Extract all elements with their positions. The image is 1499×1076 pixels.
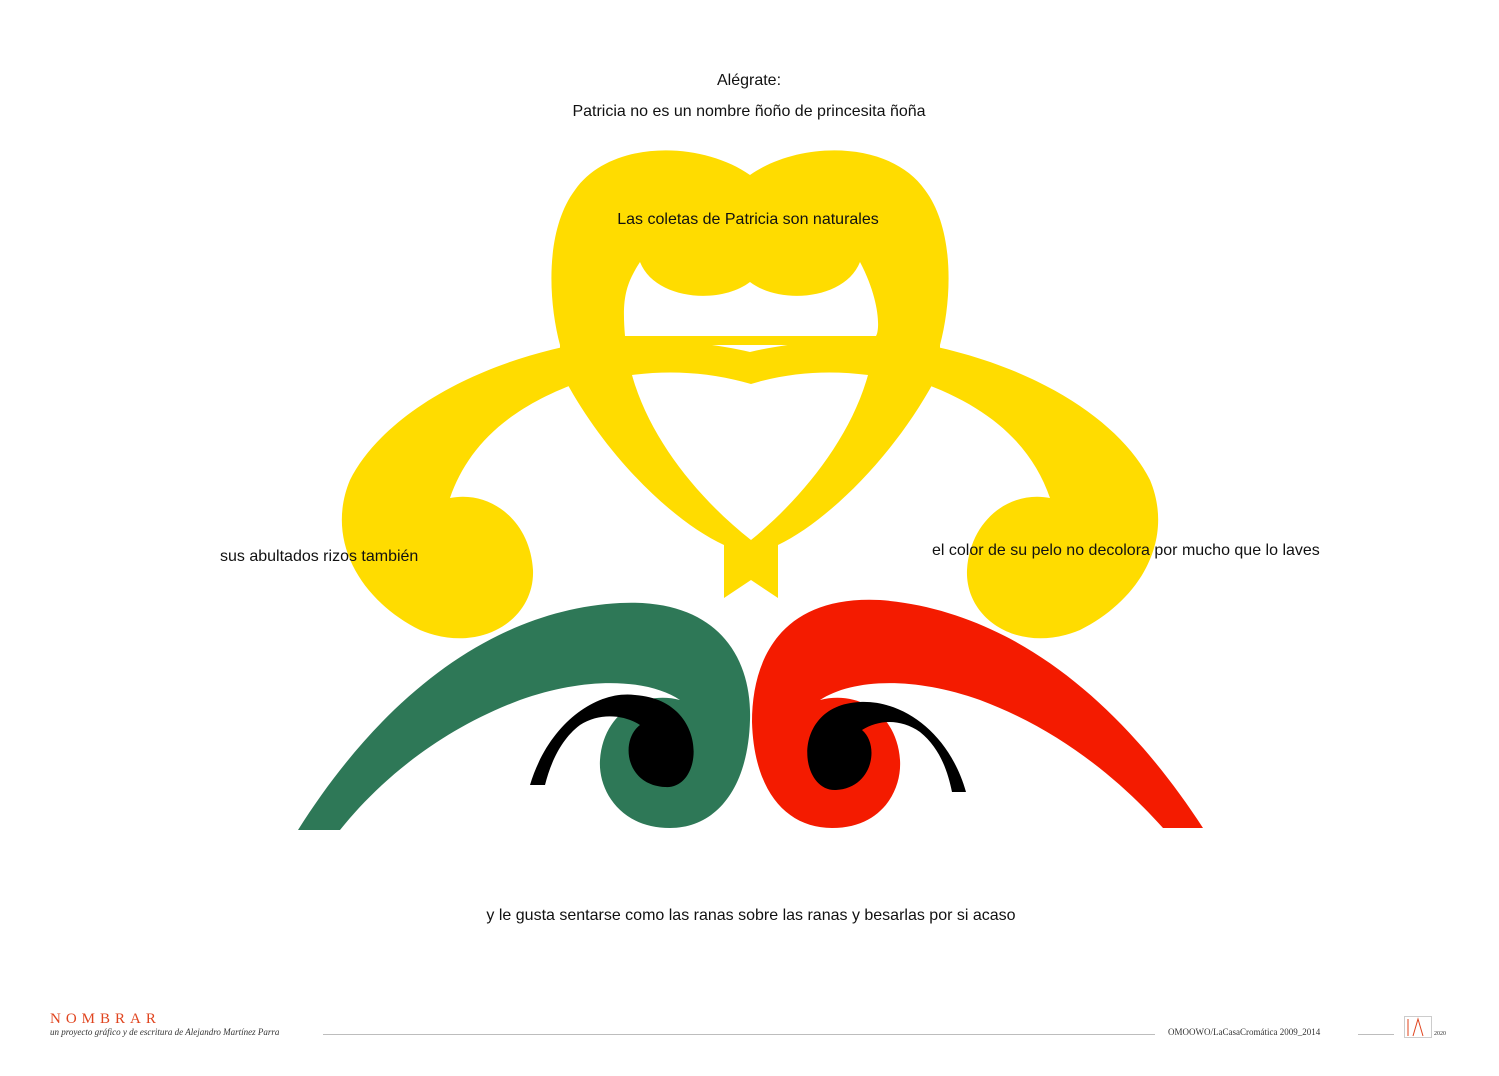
footer-rule-right (1358, 1034, 1394, 1035)
poem-line-5: y le gusta sentarse como las ranas sobre… (486, 907, 1016, 924)
black-curls (530, 694, 966, 792)
heart-bottom-shape (560, 339, 940, 598)
right-curl-shape (880, 340, 1159, 639)
red-wave-shape (752, 599, 1203, 828)
poem-line-3: sus abultados rizos también (220, 548, 419, 565)
poem-title: Alégrate: (716, 72, 782, 89)
footer-year: 2020 (1434, 1031, 1446, 1037)
poem-line-1: Patricia no es un nombre ñoño de princes… (572, 103, 926, 120)
green-wave-shape (298, 602, 751, 830)
footer-subtitle: un proyecto gráfico y de escritura de Al… (50, 1027, 280, 1037)
heart-top-shape (551, 150, 949, 345)
black-curl-left (530, 694, 694, 788)
poem-line-2: Las coletas de Patricia son naturales (617, 211, 879, 228)
footer-brand: NOMBRAR (50, 1011, 161, 1027)
footer-rule-left (323, 1034, 1155, 1035)
poem-line-4: el color de su pelo no decolora por much… (932, 542, 1320, 559)
yellow-heart-ornament (341, 150, 1159, 639)
footer-credit: OMOOWO/LaCasaCromática 2009_2014 (1168, 1027, 1321, 1037)
black-curl-right (807, 701, 966, 792)
logo-icon (1404, 1016, 1432, 1038)
left-curl-shape (341, 340, 620, 639)
